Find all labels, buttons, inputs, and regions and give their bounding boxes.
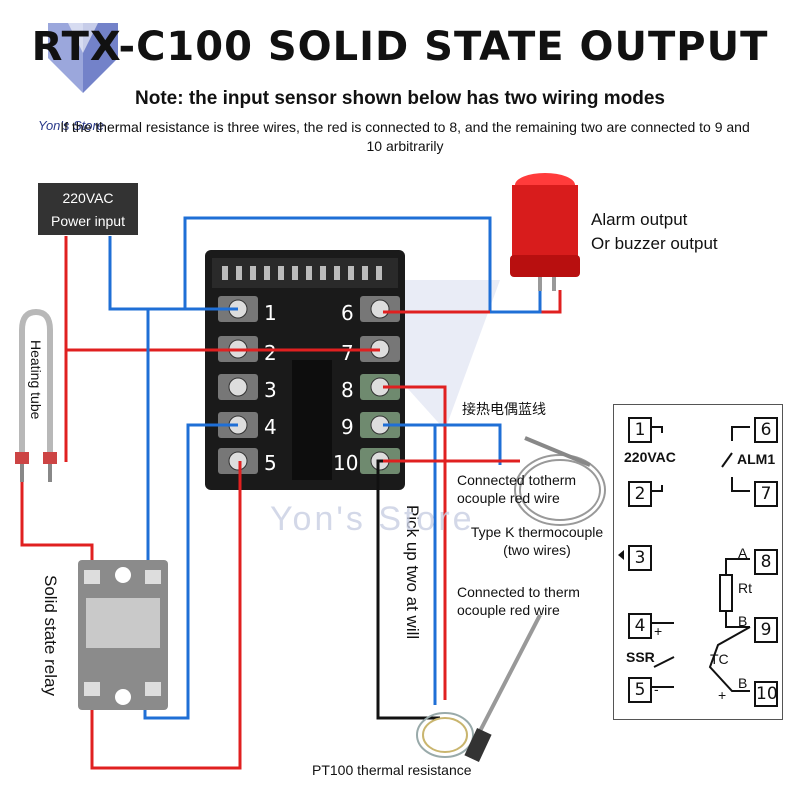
legend-b-10: B — [738, 675, 748, 691]
terminal-label-5: 5 — [264, 451, 277, 475]
alarm-output-line1: Alarm output — [591, 210, 688, 229]
legend-terminal-1: 1 — [628, 417, 652, 443]
legend-terminal-2: 2 — [628, 481, 652, 507]
vent-slots — [222, 266, 382, 280]
legend-terminal-3: 3 — [628, 545, 652, 571]
terminal-label-8: 8 — [341, 378, 354, 402]
legend-terminal-5: 5 — [628, 677, 652, 703]
heating-tube-label: Heating tube — [28, 340, 44, 420]
terminal-label-7: 7 — [341, 341, 354, 365]
type-k-label: Type K thermocouple (two wires) — [470, 524, 604, 558]
store-logo — [48, 23, 118, 93]
watermark-text: Yon's Store — [270, 500, 475, 538]
note-heading: Note: the input sensor shown below has t… — [135, 88, 665, 109]
alarm-beacon — [510, 173, 580, 291]
legend-b-9: B — [738, 613, 748, 629]
legend-alm1: ALM1 — [737, 451, 776, 467]
legend-terminal-8: 8 — [754, 549, 778, 575]
legend-symbols — [618, 426, 751, 692]
heating-tube-terminals — [15, 452, 57, 482]
pick-up-label: Pick up two at will — [403, 505, 422, 640]
connected-red-label-1: Connected totherm ocouple red wire — [457, 472, 577, 506]
terminal-label-9: 9 — [341, 415, 354, 439]
solid-state-relay — [78, 560, 168, 710]
blue-wire-power — [108, 236, 238, 311]
legend-terminal-6: 6 — [754, 417, 778, 443]
legend-a: A — [738, 545, 748, 561]
terminal-label-10: 10 — [333, 451, 358, 475]
note-detail: If the thermal resistance is three wires… — [60, 119, 750, 154]
blue-wire-9-tc — [383, 423, 502, 465]
legend-terminal-10: 10 — [754, 681, 778, 707]
alarm-output-line2: Or buzzer output — [591, 234, 718, 253]
thermocouple-probe — [514, 436, 606, 526]
red-wire-8 — [383, 385, 447, 700]
terminal-legend: 1 220VAC 2 3 4 + SSR 5 - 6 ALM1 7 A 8 Rt… — [613, 404, 783, 720]
blue-wire-cn-label: 接热电偶蓝线 — [462, 401, 546, 417]
pt100-probe — [416, 614, 542, 762]
red-wire-alarm — [383, 290, 562, 314]
legend-220vac: 220VAC — [624, 449, 676, 465]
legend-ssr: SSR — [626, 649, 655, 665]
red-wire-heater-ssr — [20, 462, 94, 575]
legend-terminal-4: 4 — [628, 613, 652, 639]
legend-terminal-9: 9 — [754, 617, 778, 643]
left-terminal-block — [218, 296, 258, 474]
black-wire-10 — [376, 459, 440, 720]
terminal-label-3: 3 — [264, 378, 277, 402]
legend-plus-10: + — [718, 687, 727, 703]
terminal-label-6: 6 — [341, 301, 354, 325]
controller-slot — [292, 360, 332, 480]
power-input-voltage: 220VAC — [62, 190, 114, 206]
alarm-output-label: Alarm output Or buzzer output — [591, 208, 718, 256]
legend-rt: Rt — [738, 580, 752, 596]
ssr-label: Solid state relay — [41, 575, 60, 696]
power-input-label: Power input — [51, 213, 125, 229]
red-wire-ssr-5 — [90, 461, 242, 770]
logo-text: Yon's Store — [38, 118, 105, 133]
terminal-label-1: 1 — [264, 301, 277, 325]
blue-wire-alarm-return — [490, 290, 542, 314]
terminal-label-2: 2 — [264, 341, 277, 365]
heating-tube — [19, 308, 53, 455]
page-title: RTX-C100 SOLID STATE OUTPUT — [31, 24, 769, 70]
legend-plus-4: + — [654, 623, 663, 639]
legend-minus-5: - — [654, 681, 659, 697]
connected-red-label-2: Connected to therm ocouple red wire — [457, 584, 580, 618]
terminal-label-4: 4 — [264, 415, 277, 439]
power-input-box: 220VAC Power input — [38, 183, 138, 235]
legend-terminal-7: 7 — [754, 481, 778, 507]
pt100-label: PT100 thermal resistance — [312, 762, 472, 778]
